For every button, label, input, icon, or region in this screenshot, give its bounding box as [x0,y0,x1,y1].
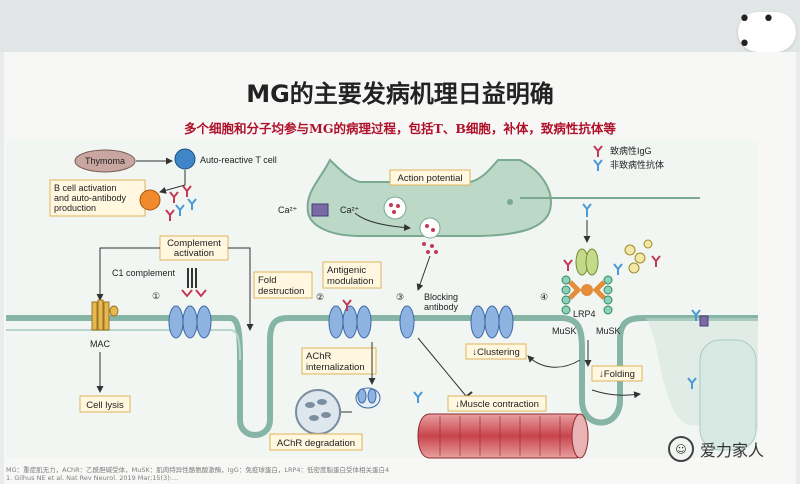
b-cell-icon [139,189,161,211]
inhibit-line [417,337,467,397]
b-cell-label-3: production [54,203,96,213]
clustering-box [465,343,527,360]
arrow-t-b [159,170,186,194]
muscle-fiber-cell [699,339,757,451]
number-2: ② [316,292,324,302]
legend-nonpathogenic-icon [593,159,603,171]
lrp4-complex [568,248,606,300]
achr-receptor-group-1 [168,305,212,339]
more-options-button[interactable]: • • • [738,7,796,57]
agrin-cluster [624,239,653,274]
action-potential-box [389,169,471,186]
lysosome-icon [295,389,341,435]
cell-lysis-box [79,395,131,413]
antibody-crosslink [342,299,352,311]
caption: MG：重症肌无力，AChR：乙酰胆碱受体，MuSK：肌肉特异性酪氨酸激酶，IgG… [6,466,566,482]
fold-label-1: Fold [258,275,276,286]
slide-subtitle: 多个细胞和分子均参与MG的病理过程，包括T、B细胞，补体，致病性抗体等 [184,121,616,136]
nerve-dot [507,199,513,205]
folding-label: ↓Folding [599,369,635,380]
antibody-cluster [165,185,197,221]
achr-receptor-blocked [399,305,415,339]
lrp4-label: LRP4 [573,309,596,319]
antibody-musk-right [613,263,623,275]
c1-complement-icon [181,268,207,298]
action-potential-label: Action potential [398,173,463,184]
antigenic-label-1: Antigenic [327,265,366,276]
slide-title: MG的主要发病机理日益明确 [246,80,554,108]
number-4: ④ [540,292,548,302]
b-cell-label-2: and auto-antibody [54,193,127,203]
blocking-label-1: Blocking [424,292,458,302]
channel-icon-right [699,315,709,327]
membrane-inner [6,329,241,361]
achr-internalization-box [301,347,377,375]
complement-label-1: Complement [167,238,221,249]
antibody-agrin [651,255,661,267]
t-cell-icon [174,148,196,170]
antibody-musk-left [563,259,573,271]
antigenic-label-2: modulation [327,276,373,287]
antigenic-modulation-box [322,261,382,289]
legend-pathogenic-label: 致病性IgG [610,145,652,156]
number-3: ③ [396,292,404,302]
blocking-label-2: antibody [424,302,459,312]
antibody-right-2 [691,309,701,321]
muscle-contraction-box [447,395,547,412]
thymoma-label: Thymoma [85,156,125,166]
clustering-label: ↓Clustering [472,347,520,358]
watermark: ☺ 爱力家人 [668,436,764,462]
acetylcholine-release [422,242,438,254]
arrow-ca-vesicle [354,212,411,232]
arrow-complement-fold [228,247,254,331]
mac-label: MAC [90,339,111,349]
legend-pathogenic-icon [593,145,603,157]
b-cell-label-1: B cell activation [54,183,117,193]
synaptic-vesicles [383,196,441,239]
muscle-contraction-label: ↓Muscle contraction [455,399,539,410]
antibody-lrp4 [582,203,592,217]
achr-degradation-label: AChR degradation [277,438,355,449]
watermark-text: 爱力家人 [700,441,765,460]
achr-degradation-box [269,433,363,451]
internalized-vesicle [355,387,381,409]
arrow-complement-mac [96,247,160,301]
folding-box [591,365,643,382]
achr-int-label-1: AChR [306,351,331,362]
legend: 致病性IgG 非致病性抗体 [593,145,664,171]
achr-receptor-group-2 [328,305,372,339]
calcium-channel-icon [311,203,329,217]
antibody-right-1 [687,377,697,389]
musk-right [603,275,613,315]
legend-nonpathogenic-label: 非致病性抗体 [610,159,664,170]
wechat-icon: ☺ [668,436,694,462]
cell-lysis-label: Cell lysis [86,400,124,411]
antibody-near-muscle [413,391,423,403]
fold-label-2: destruction [258,286,304,297]
musk-left-label: MuSK [552,326,577,336]
fold-destruction-box [253,271,313,299]
muscle-fiber-icon [417,413,589,459]
thymoma-node [74,149,136,173]
caption-line-1: MG：重症肌无力，AChR：乙酰胆碱受体，MuSK：肌肉特异性酪氨酸激酶，IgG… [6,466,390,474]
achr-int-label-2: internalization [306,362,365,373]
arrow-folding-out [591,389,641,399]
musk-left [561,275,571,315]
top-bar [0,0,800,52]
number-1: ① [152,291,160,301]
ca-outside-label: Ca²⁺ [278,205,298,215]
complement-label-2: activation [174,248,214,259]
t-cell-label: Auto-reactive T cell [200,155,277,165]
c1-label: C1 complement [112,268,176,278]
more-dots-icon: • • • [738,7,777,57]
ca-inside-label: Ca²⁺ [340,205,360,215]
arrow-ach-receptor [416,255,431,291]
arrow-musk-clustering [527,355,581,368]
musk-right-label: MuSK [596,326,621,336]
achr-receptor-group-3 [470,305,514,339]
caption-line-2: 1. Gilhus NE et al. Nat Rev Neurol. 2019… [6,474,179,482]
mac-icon [91,299,119,331]
